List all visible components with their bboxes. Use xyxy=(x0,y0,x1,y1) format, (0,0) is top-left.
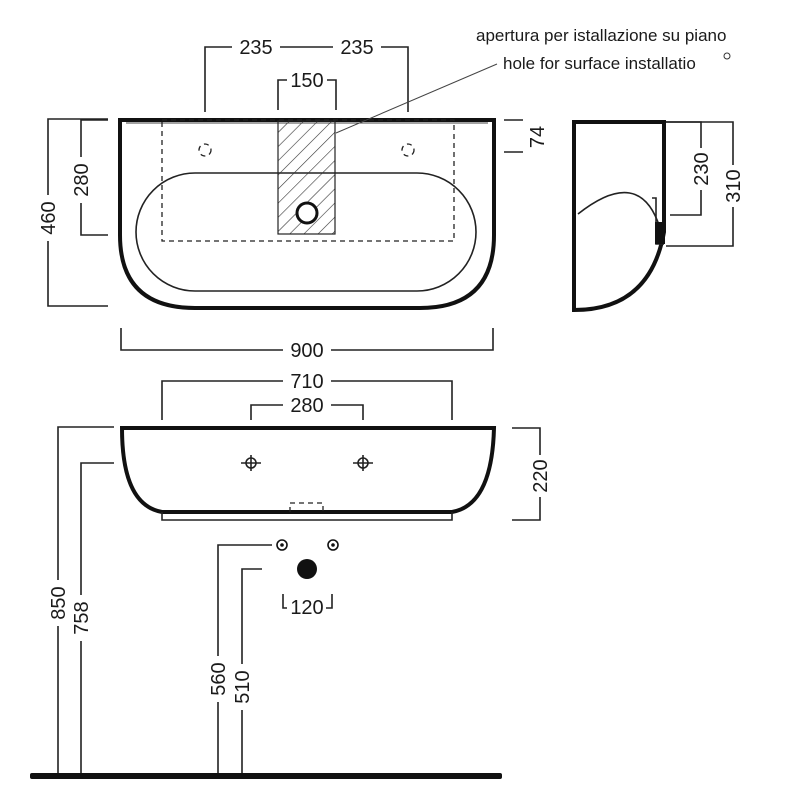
dim-opening: 150 xyxy=(277,70,337,110)
dim-bracket-label: 230 xyxy=(691,152,713,185)
drain-icon xyxy=(295,201,319,225)
dim-rim-floor-label: 850 xyxy=(48,586,70,619)
dim-underside-floor: 758 xyxy=(69,462,114,775)
dim-side-depth-label: 310 xyxy=(723,169,745,202)
tap-hole-left-icon xyxy=(198,143,212,157)
dim-rim-floor: 850 xyxy=(46,426,114,775)
dim-fixing-label: 280 xyxy=(290,395,323,417)
dim-edge-label: 74 xyxy=(527,126,549,148)
dim-supply-height-label: 560 xyxy=(208,662,230,695)
dim-underside-floor-label: 758 xyxy=(71,601,93,634)
dim-width-label: 900 xyxy=(290,340,323,362)
dim-fixing: 280 xyxy=(250,395,364,420)
basin-outline-side xyxy=(572,120,666,313)
dim-depth-total-label: 460 xyxy=(38,201,60,234)
annotation-line-1: apertura per istallazione su piano xyxy=(476,26,726,45)
dim-bowl-width-label: 710 xyxy=(290,371,323,393)
dim-width: 900 xyxy=(120,328,494,362)
basin-outline-top xyxy=(118,118,496,310)
fixing-right-icon xyxy=(353,455,373,471)
annotation-dot xyxy=(723,52,731,60)
fixing-left-icon xyxy=(241,455,261,471)
waste-outlet-front xyxy=(289,502,324,512)
dim-depth-opening: 280 xyxy=(69,119,108,236)
dim-hole-right-label: 235 xyxy=(340,37,373,59)
dim-bracket: 230 xyxy=(666,121,713,216)
dim-supply-spacing-label: 120 xyxy=(290,597,323,619)
front-view: 710 280 220 120 xyxy=(30,371,552,779)
dim-waste-height: 510 xyxy=(230,568,262,775)
dim-hole-left-label: 235 xyxy=(239,37,272,59)
dim-bowl-width: 710 xyxy=(161,371,453,420)
tap-hole-right-icon xyxy=(401,143,415,157)
dim-hole-spacing: 235 235 xyxy=(204,37,409,112)
dim-opening-label: 150 xyxy=(290,70,323,92)
dim-front-height: 220 xyxy=(512,427,552,521)
dim-edge: 74 xyxy=(504,119,549,153)
bracket-side xyxy=(655,222,665,244)
dim-front-height-label: 220 xyxy=(530,459,552,492)
dim-supply-spacing: 120 xyxy=(282,594,333,619)
waste-pipe-icon xyxy=(297,559,317,579)
top-view: 235 235 150 apertura per istallazione su… xyxy=(36,26,731,362)
basin-outline-front xyxy=(119,426,497,514)
supply-left-icon xyxy=(276,539,288,551)
annotation-leader xyxy=(335,63,498,134)
dim-depth-total: 460 xyxy=(36,118,108,307)
annotation-line-2: hole for surface installatio xyxy=(503,54,696,73)
dim-supply-height: 560 xyxy=(206,544,272,775)
foot-front xyxy=(161,512,453,521)
bowl-curve-side xyxy=(577,191,661,229)
floor-line xyxy=(30,773,502,779)
installation-cutout xyxy=(161,119,455,242)
dim-depth-opening-label: 280 xyxy=(71,163,93,196)
dim-waste-height-label: 510 xyxy=(232,670,254,703)
supply-right-icon xyxy=(327,539,339,551)
dim-side-depth: 310 xyxy=(666,121,745,247)
side-view: 230 310 xyxy=(572,120,745,313)
